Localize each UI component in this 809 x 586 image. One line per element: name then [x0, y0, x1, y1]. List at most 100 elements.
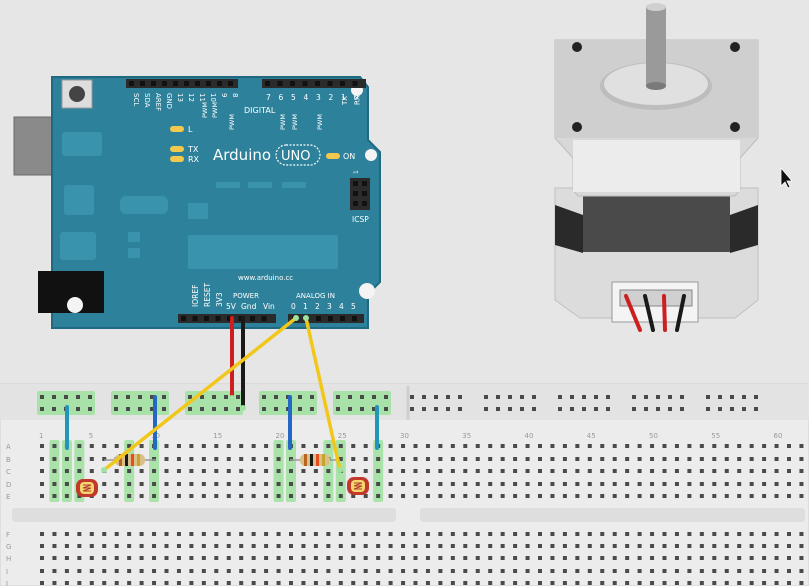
- breadboard-hole: [600, 556, 605, 560]
- power-pin-label: Gnd: [241, 302, 257, 311]
- resistor-2[interactable]: [290, 454, 340, 466]
- power-label: POWER: [233, 292, 259, 300]
- breadboard-hole: [575, 482, 580, 486]
- breadboard-hole: [612, 556, 617, 560]
- breadboard-hole: [612, 482, 617, 486]
- breadboard-hole: [550, 569, 555, 573]
- breadboard-hole: [89, 469, 94, 473]
- breadboard-hole: [680, 395, 684, 399]
- breadboard-hole: [650, 544, 655, 548]
- digital-pin-label: 5: [291, 93, 296, 102]
- breadboard-hole: [313, 444, 318, 448]
- breadboard-hole: [410, 395, 414, 399]
- breadboard-hole: [488, 494, 493, 498]
- breadboard-hole: [774, 569, 779, 573]
- breadboard-hole: [388, 469, 393, 473]
- breadboard-hole: [276, 457, 281, 461]
- breadboard-hole: [662, 469, 667, 473]
- breadboard-hole: [401, 494, 406, 498]
- breadboard-hole: [438, 457, 443, 461]
- breadboard-hole: [450, 544, 455, 548]
- breadboard-hole: [52, 556, 57, 560]
- breadboard-hole: [500, 544, 505, 548]
- photocell-1[interactable]: [76, 479, 98, 497]
- breadboard-hole: [127, 556, 132, 560]
- breadboard-hole: [40, 444, 44, 448]
- power-pin-label: Vin: [263, 302, 275, 311]
- breadboard-hole: [662, 482, 667, 486]
- breadboard-hole: [674, 457, 679, 461]
- breadboard-hole: [64, 581, 69, 585]
- breadboard-hole: [500, 569, 505, 573]
- breadboard-hole: [612, 444, 617, 448]
- breadboard-hole: [226, 469, 231, 473]
- column-number: 60: [774, 432, 783, 440]
- breadboard-hole: [538, 482, 542, 486]
- breadboard-hole: [799, 581, 804, 585]
- power-pin-label: IOREF: [191, 285, 200, 307]
- breadboard-hole: [64, 544, 69, 548]
- breadboard-hole: [668, 395, 672, 399]
- header-pin-hole: [290, 81, 295, 86]
- breadboard-hole: [538, 556, 542, 560]
- header-pin-hole: [316, 316, 321, 321]
- breadboard-hole: [52, 569, 57, 573]
- breadboard-hole: [550, 469, 555, 473]
- arduino-website: www.arduino.cc: [238, 274, 293, 282]
- breadboard-hole: [600, 569, 605, 573]
- digital-label: DIGITAL: [244, 106, 276, 115]
- wire-analog-1[interactable]: [304, 316, 342, 472]
- breadboard-hole: [774, 482, 779, 486]
- breadboard-hole: [102, 544, 107, 548]
- breadboard-hole: [76, 395, 80, 399]
- mounting-hole: [365, 149, 377, 161]
- breadboard-hole: [799, 532, 804, 536]
- mounting-hole: [359, 283, 375, 299]
- breadboard-hole: [762, 457, 767, 461]
- breadboard-hole: [637, 581, 642, 585]
- breadboard-hole: [434, 395, 438, 399]
- breadboard-hole: [310, 407, 314, 411]
- breadboard-hole: [413, 569, 418, 573]
- photocell-2[interactable]: [347, 477, 369, 495]
- breadboard-hole: [188, 407, 192, 411]
- breadboard-hole: [724, 532, 729, 536]
- breadboard-hole: [475, 444, 480, 448]
- breadboard-hole: [799, 457, 804, 461]
- breadboard-hole: [139, 469, 144, 473]
- breadboard-hole: [513, 482, 518, 486]
- breadboard-hole: [164, 494, 169, 498]
- breadboard-hole: [575, 469, 580, 473]
- breadboard-hole: [488, 482, 493, 486]
- breadboard-hole: [612, 544, 617, 548]
- icsp-pin-hole: [362, 191, 367, 196]
- breadboard-hole: [152, 569, 157, 573]
- power-pin-label: 3V3: [215, 292, 224, 307]
- breadboard-hole: [40, 407, 44, 411]
- breadboard-hole: [513, 457, 518, 461]
- breadboard-hole: [289, 469, 293, 473]
- breadboard-hole: [600, 469, 605, 473]
- breadboard-hole: [508, 395, 512, 399]
- breadboard-hole: [632, 407, 636, 411]
- breadboard-hole: [525, 457, 530, 461]
- breadboard-hole: [513, 556, 518, 560]
- breadboard-hole: [188, 395, 192, 399]
- breadboard-hole: [276, 469, 281, 473]
- breadboard-hole: [77, 581, 82, 585]
- breadboard-hole: [88, 407, 92, 411]
- breadboard-hole: [127, 581, 132, 585]
- breadboard-hole: [488, 581, 493, 585]
- breadboard-hole: [562, 544, 567, 548]
- breadboard-hole: [594, 395, 598, 399]
- breadboard-hole: [625, 556, 630, 560]
- breadboard-hole: [450, 469, 455, 473]
- breadboard-hole: [762, 482, 767, 486]
- breadboard-hole: [625, 482, 630, 486]
- breadboard-hole: [276, 444, 281, 448]
- breadboard-hole: [712, 556, 717, 560]
- pcb-marking: [62, 132, 102, 156]
- breadboard-hole: [388, 532, 393, 536]
- wire-analog-0[interactable]: [102, 316, 298, 472]
